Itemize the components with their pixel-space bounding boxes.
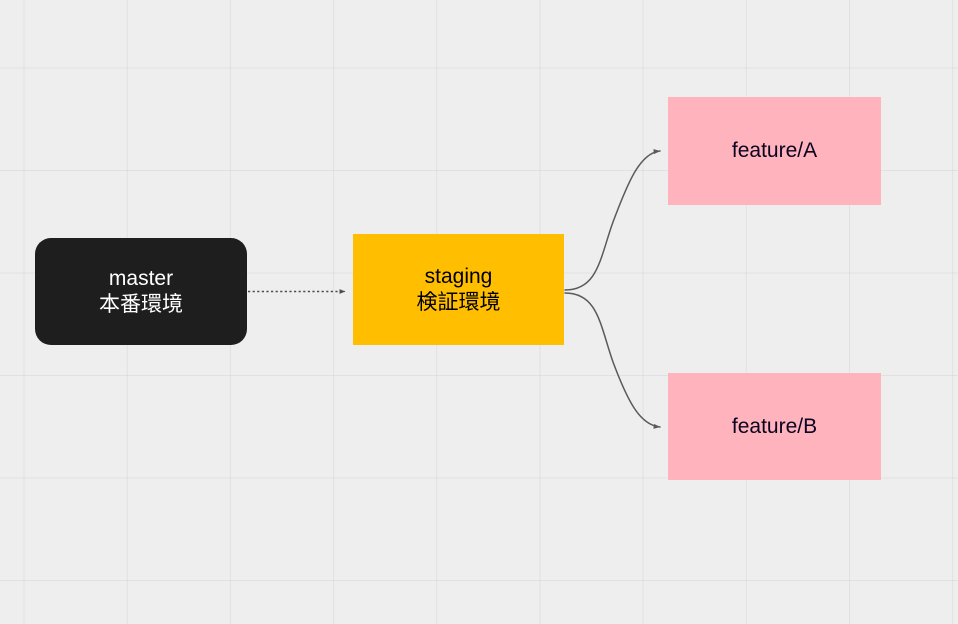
node-staging-label-branch: staging [424, 264, 493, 288]
node-staging-label-environment: 検証環境 [416, 289, 501, 314]
node-feature-b[interactable]: feature/B [668, 373, 881, 480]
node-feature-a[interactable]: feature/A [668, 97, 881, 205]
node-feature-b-label: feature/B [731, 414, 818, 438]
node-master[interactable]: master 本番環境 [35, 238, 247, 345]
node-feature-a-label: feature/A [731, 139, 818, 163]
node-master-label-branch: master [108, 266, 174, 290]
edge-staging-to-feature-b [564, 292, 661, 429]
node-master-label-environment: 本番環境 [99, 291, 183, 316]
node-staging[interactable]: staging 検証環境 [353, 234, 564, 345]
edge-staging-to-feature-a [564, 149, 661, 291]
